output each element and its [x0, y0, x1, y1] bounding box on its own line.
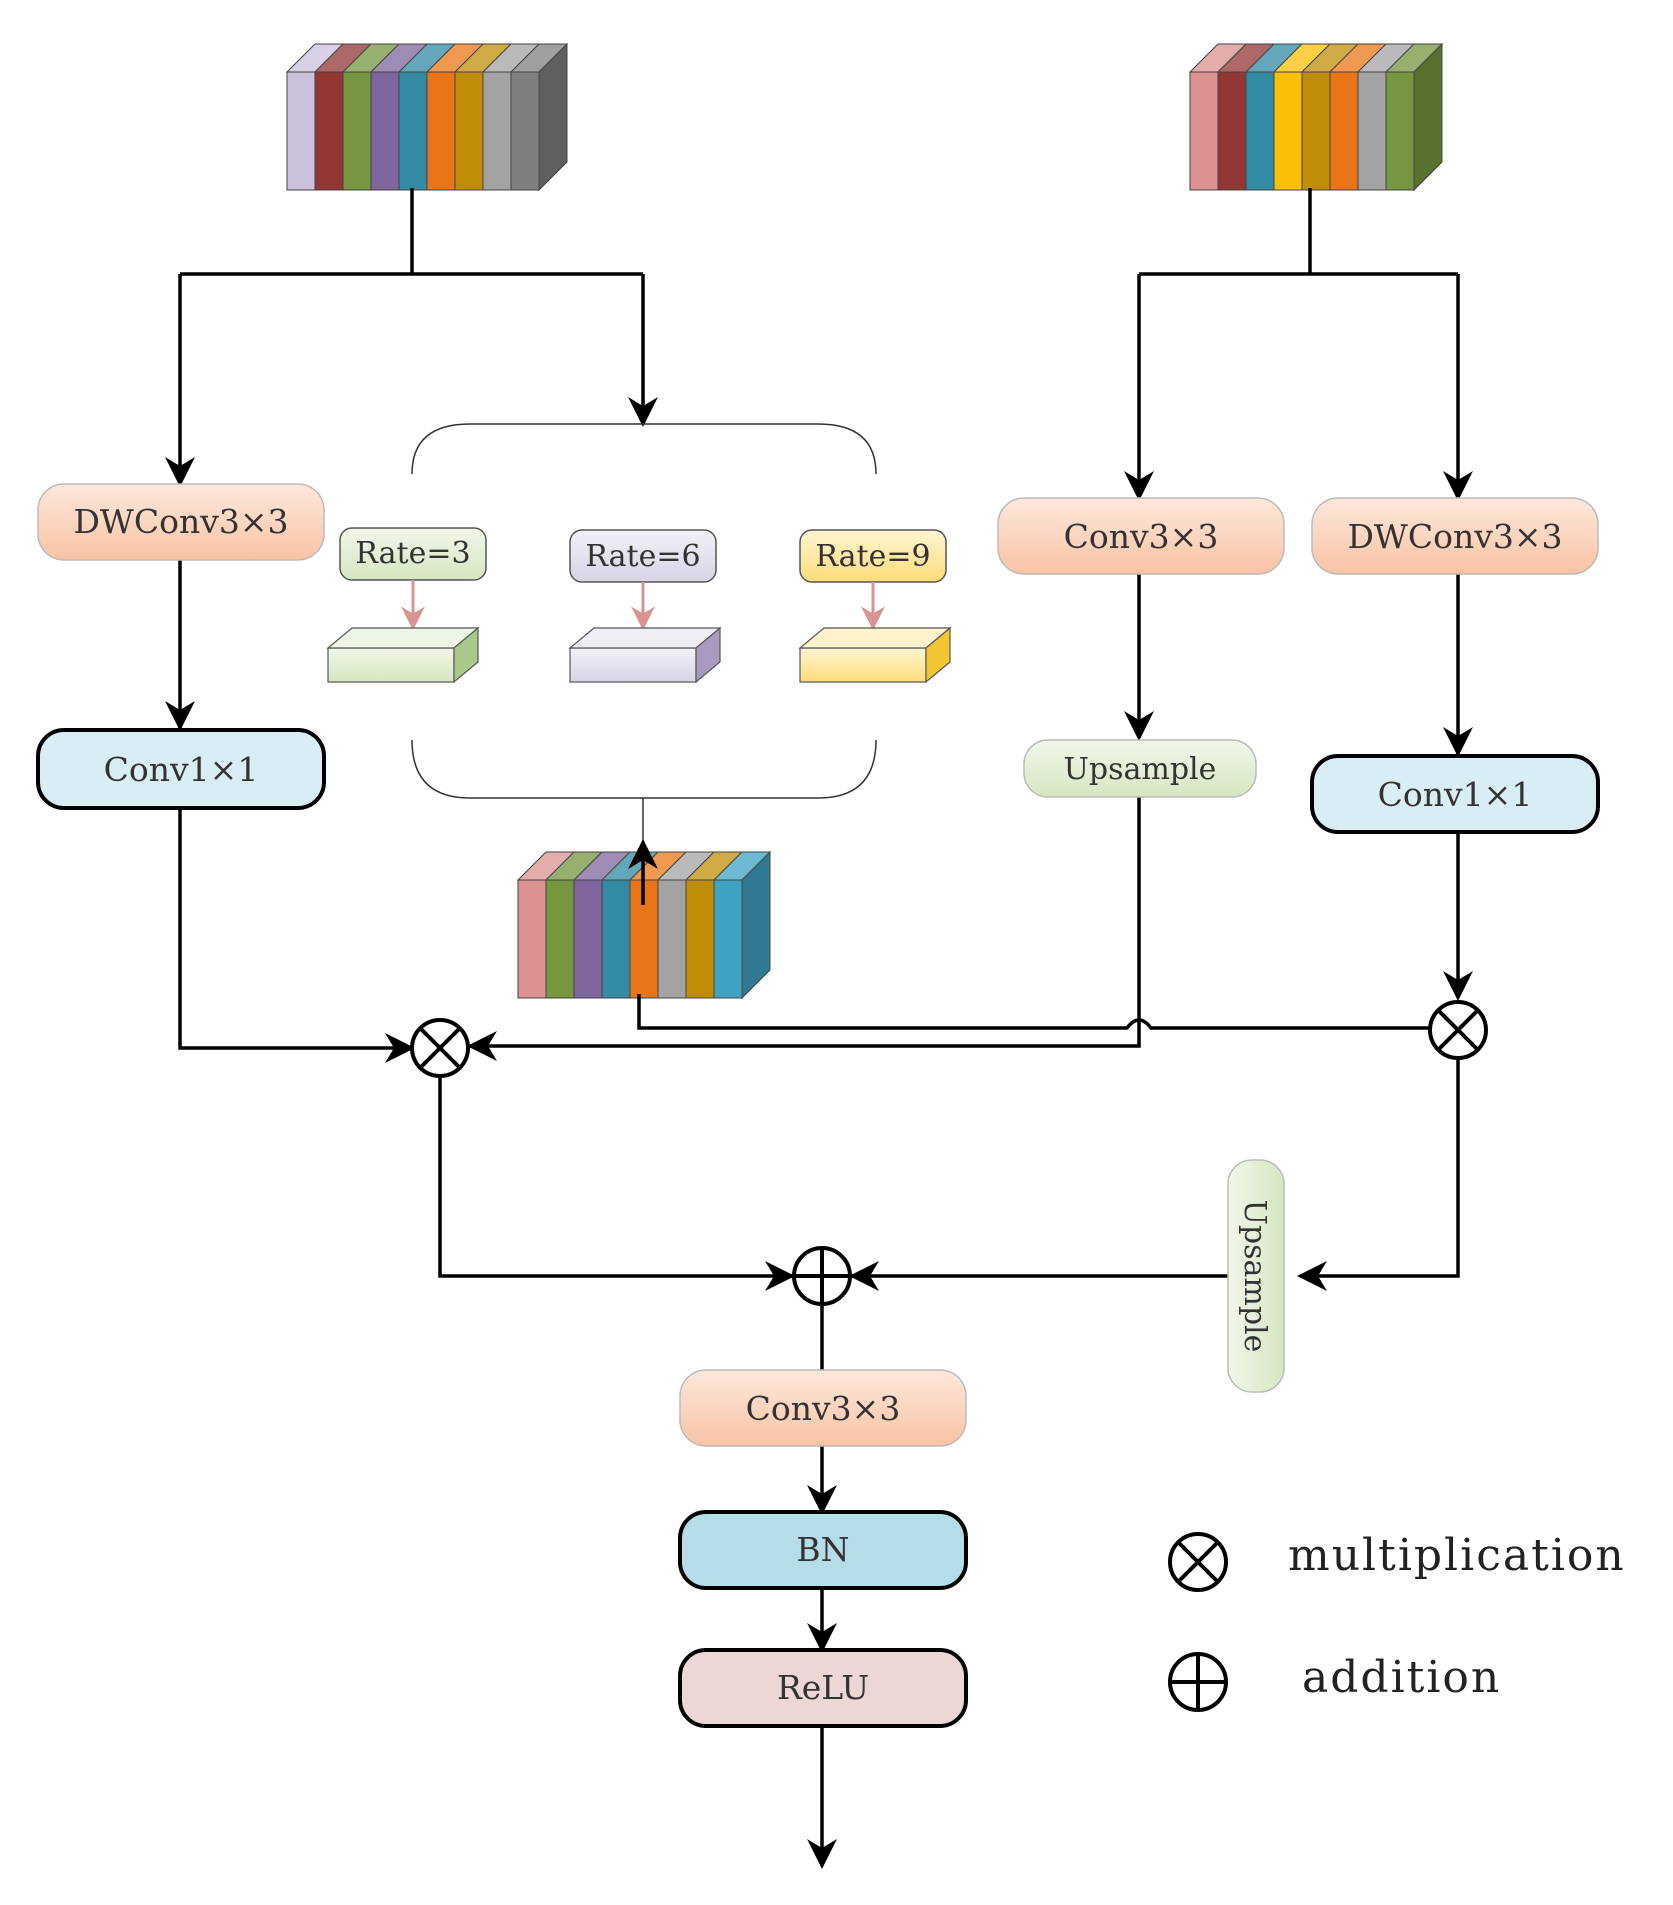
- feature-slice: [342, 71, 372, 191]
- conv3x3-right-block: Conv3×3: [997, 497, 1285, 575]
- feature-slice: [482, 71, 512, 191]
- legend-addition-label: addition: [1302, 1652, 1501, 1703]
- rate-label-9: Rate=9: [815, 539, 930, 574]
- feature-map-input-right: [1188, 42, 1444, 192]
- conv3x3-bottom-block: Conv3×3: [679, 1369, 967, 1447]
- add-operator: [792, 1246, 852, 1306]
- feature-slice: [426, 71, 456, 191]
- bn-label: BN: [796, 1530, 849, 1569]
- rate-label-6: Rate=6: [585, 539, 700, 574]
- conv1x1-right-label: Conv1×1: [1378, 775, 1533, 814]
- feature-slice: [1245, 71, 1275, 191]
- dilated-conv-slab-9: [798, 626, 952, 684]
- feature-slice: [510, 71, 540, 191]
- conv1x1-left-block: Conv1×1: [36, 728, 326, 810]
- arrow-upsample-to-mult-left: [467, 797, 1141, 1061]
- line-center-to-mult-right: [637, 994, 1430, 1030]
- dwconv-right-block: DWConv3×3: [1311, 497, 1599, 575]
- legend-addition-icon: [1168, 1652, 1228, 1712]
- upsample-vertical-block: Upsample: [1227, 1159, 1285, 1393]
- feature-slice: [1217, 71, 1247, 191]
- connectors: [165, 188, 1473, 1869]
- multiply-left-operator: [410, 1018, 470, 1078]
- arrow-conv1x1-to-mult-left: [178, 808, 415, 1063]
- upsample-vertical-label: Upsample: [1237, 1200, 1272, 1353]
- conv3x3-right-label: Conv3×3: [1064, 517, 1219, 556]
- conv3x3-bottom-label: Conv3×3: [746, 1389, 901, 1428]
- feature-map-input-left: [285, 42, 569, 192]
- legend-multiplication-label: multiplication: [1288, 1530, 1626, 1581]
- rate-label-3: Rate=3: [355, 536, 470, 571]
- feature-slice: [1301, 71, 1331, 191]
- feature-map-side: [741, 850, 771, 1000]
- aspp-bracket-bottom: [411, 739, 877, 799]
- feature-slice: [685, 879, 715, 999]
- dwconv-left-block: DWConv3×3: [37, 483, 325, 561]
- feature-slice: [286, 71, 316, 191]
- rate-box-9: Rate=9: [799, 529, 947, 583]
- feature-slice: [573, 879, 603, 999]
- conv1x1-left-label: Conv1×1: [104, 750, 259, 789]
- feature-slice: [517, 879, 547, 999]
- upsample-right-block: Upsample: [1023, 739, 1257, 798]
- feature-slice: [398, 71, 428, 191]
- relu-label: ReLU: [777, 1668, 869, 1707]
- feature-slice: [370, 71, 400, 191]
- aspp-module: Rate=3 Rate=6 Rate=9: [326, 423, 952, 870]
- feature-slice: [713, 879, 743, 999]
- upsample-right-label: Upsample: [1064, 752, 1217, 787]
- rate-box-6: Rate=6: [569, 529, 717, 583]
- feature-map-side: [538, 42, 568, 192]
- feature-map-aspp-output: [516, 850, 772, 1000]
- feature-slice: [545, 879, 575, 999]
- feature-slice: [454, 71, 484, 191]
- rate-box-3: Rate=3: [339, 527, 487, 581]
- feature-map-side: [1413, 42, 1443, 192]
- conv1x1-right-block: Conv1×1: [1310, 754, 1600, 834]
- legend: multiplication addition: [1168, 1530, 1626, 1712]
- legend-multiplication-icon: [1168, 1532, 1228, 1592]
- feature-slice: [1189, 71, 1219, 191]
- aspp-bracket-top: [411, 423, 877, 475]
- feature-slice: [1273, 71, 1303, 191]
- multiply-right-operator: [1428, 1000, 1488, 1060]
- dwconv-right-label: DWConv3×3: [1347, 517, 1562, 556]
- arrow-mult-left-to-add: [438, 1076, 795, 1291]
- dilated-conv-slab-3: [326, 626, 480, 684]
- dwconv-left-label: DWConv3×3: [73, 502, 288, 541]
- arrow-mult-right-to-upsample: [1297, 1058, 1460, 1291]
- feature-slice: [1385, 71, 1415, 191]
- relu-block: ReLU: [678, 1648, 968, 1728]
- feature-slice: [1329, 71, 1359, 191]
- bn-block: BN: [678, 1510, 968, 1590]
- feature-slice: [314, 71, 344, 191]
- feature-slice: [657, 879, 687, 999]
- feature-slice: [1357, 71, 1387, 191]
- feature-slice: [601, 879, 631, 999]
- dilated-conv-slab-6: [568, 626, 722, 684]
